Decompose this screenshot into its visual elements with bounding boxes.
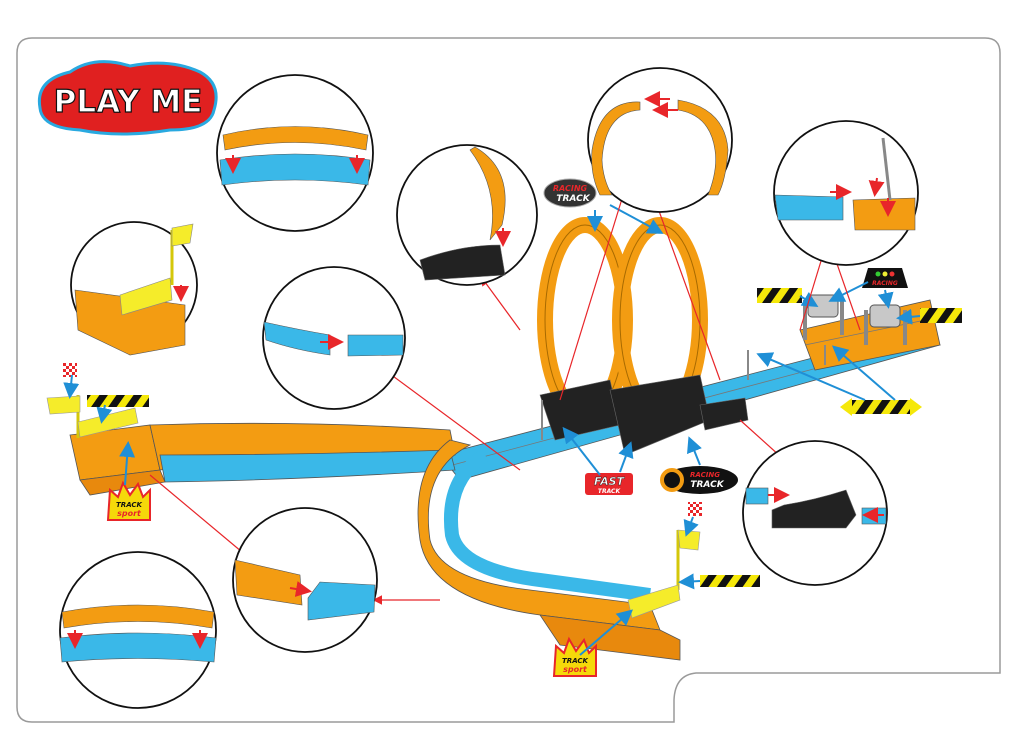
- detail-circle-sign-mount: [773, 120, 919, 266]
- part-pointer-arrows: [63, 204, 921, 656]
- page-frame: [16, 37, 1001, 723]
- fast-track-badge: FAST TRACK: [585, 473, 633, 495]
- hazard-sign-right: [920, 308, 962, 323]
- hazard-sign-left: [757, 288, 802, 303]
- racing-track-badge-top: RACING TRACK: [543, 178, 597, 208]
- detail-circle-curve-clip-top: [216, 74, 374, 232]
- racing-lights-sign: RACING: [862, 268, 908, 288]
- hazard-double-arrow: [840, 398, 922, 416]
- detail-circle-loop-base: [396, 144, 538, 286]
- svg-text:TRACK: TRACK: [598, 488, 622, 495]
- detail-circle-curve-clip-bottom: [59, 551, 217, 709]
- logo-text: PLAY ME: [54, 84, 203, 120]
- detail-circle-orange-blue-join: [232, 507, 378, 653]
- svg-text:FAST: FAST: [594, 475, 626, 488]
- detail-circle-flag-mount: [70, 221, 198, 356]
- track-sport-badge-right: TRACK sport: [552, 636, 597, 677]
- track-sport-badge-left: TRACK sport: [106, 480, 151, 521]
- detail-circle-straight-join: [262, 266, 406, 410]
- svg-text:RACING: RACING: [553, 184, 588, 193]
- svg-text:sport: sport: [117, 509, 142, 518]
- racing-track-badge-bottom: RACING TRACK: [660, 466, 738, 494]
- svg-text:TRACK: TRACK: [116, 501, 143, 509]
- svg-text:RACING: RACING: [690, 471, 720, 479]
- play-me-logo: PLAY ME: [37, 60, 218, 136]
- svg-text:RACING: RACING: [872, 280, 898, 287]
- detail-circle-loop-top-join: [587, 67, 733, 213]
- detail-circle-base-connect: [742, 440, 888, 586]
- svg-text:TRACK: TRACK: [562, 657, 589, 665]
- finish-flag-right: [627, 502, 760, 619]
- svg-text:sport: sport: [563, 665, 588, 674]
- svg-text:TRACK: TRACK: [556, 194, 590, 204]
- svg-text:TRACK: TRACK: [690, 480, 724, 490]
- gantry-right: [864, 304, 907, 345]
